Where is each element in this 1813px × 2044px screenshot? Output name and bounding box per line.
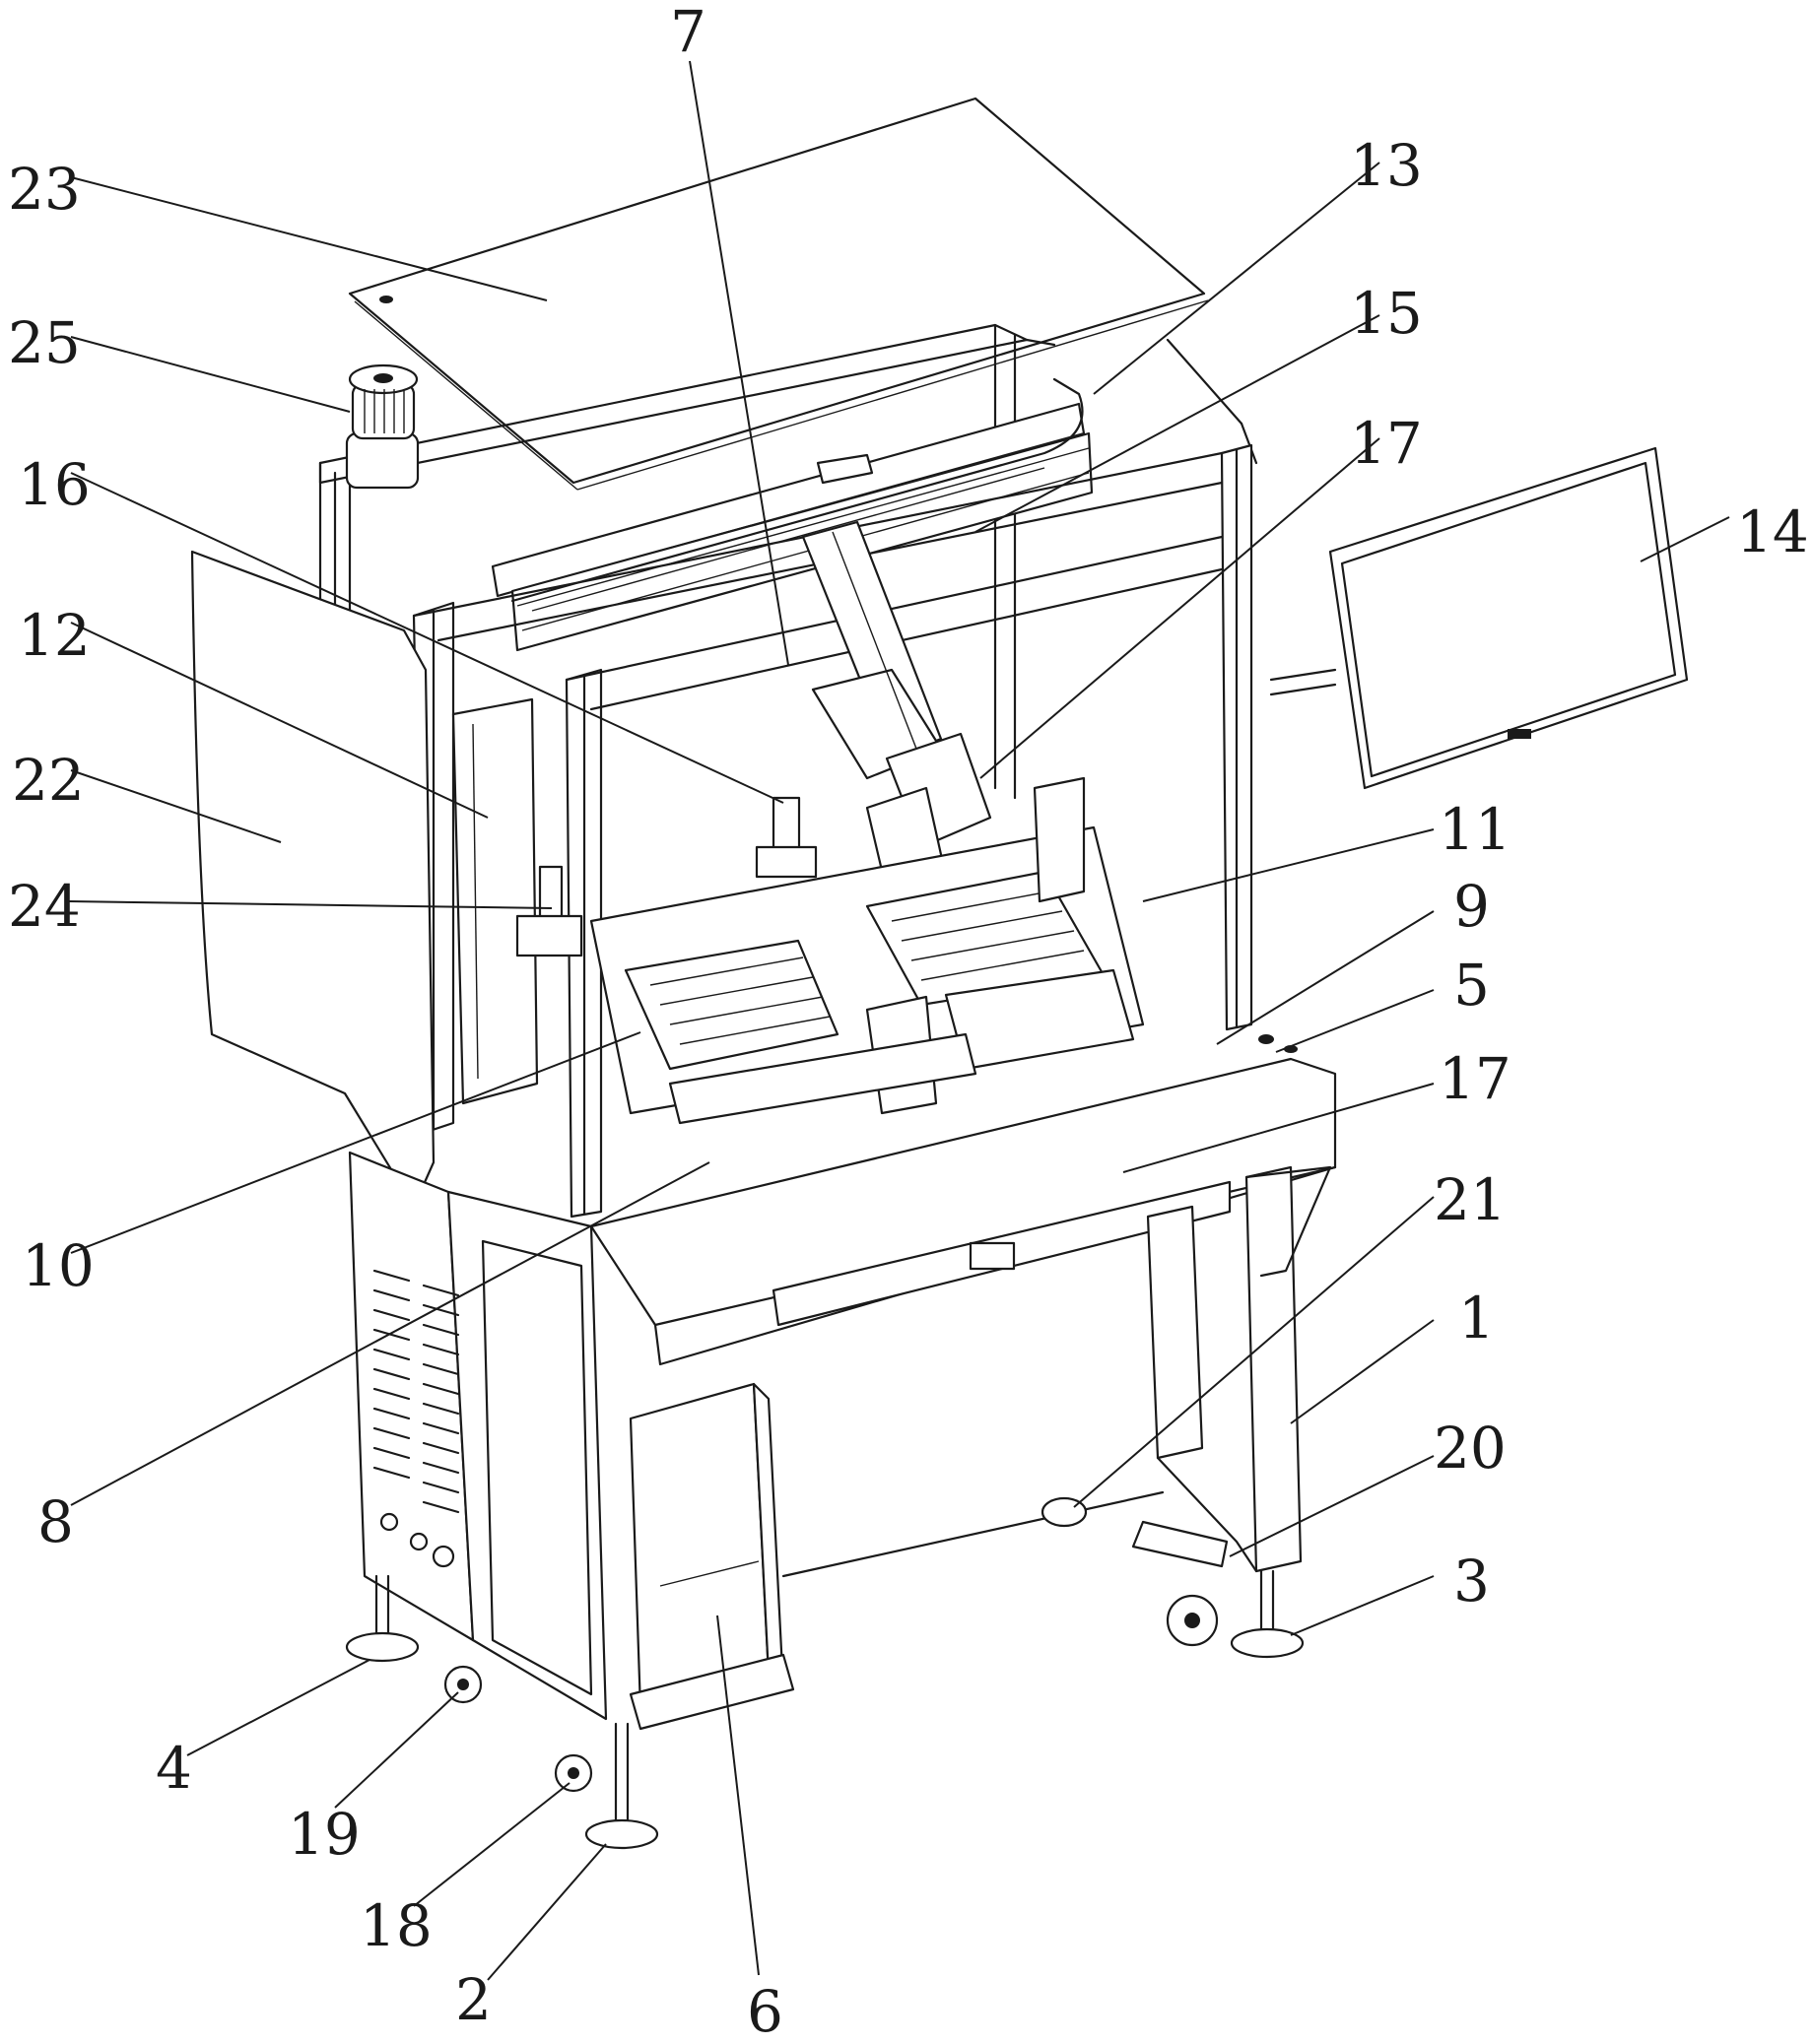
feet-and-casters	[345, 1496, 1305, 1850]
leader-21	[1073, 1196, 1435, 1508]
leader-6	[716, 1615, 760, 1976]
leader-2	[487, 1843, 607, 1981]
callout-15: 15	[1350, 280, 1423, 347]
caster-20	[1131, 1520, 1229, 1647]
callout-18: 18	[360, 1892, 433, 1959]
callout-17b: 17	[1439, 1045, 1511, 1112]
callout-8: 8	[37, 1488, 74, 1555]
callout-5: 5	[1453, 952, 1490, 1019]
leader-16	[70, 472, 784, 804]
right-leg-frame	[781, 1165, 1332, 1578]
leader-17a	[979, 437, 1380, 779]
callout-17a: 17	[1350, 410, 1423, 477]
callout-19: 19	[288, 1801, 361, 1868]
caster-19	[443, 1665, 483, 1704]
vent-slots	[372, 1269, 460, 1514]
callout-3: 3	[1453, 1548, 1490, 1615]
foot-4	[345, 1574, 420, 1663]
callout-1: 1	[1458, 1285, 1495, 1352]
top-cover-plate	[348, 97, 1209, 491]
leader-10	[70, 1031, 641, 1254]
machine-illustration	[190, 97, 1689, 1850]
leader-8	[70, 1161, 710, 1506]
cabinet-left	[348, 1151, 608, 1721]
rear-side-panel	[451, 697, 539, 1105]
leader-9	[1216, 910, 1435, 1045]
front-cabinet	[629, 1382, 795, 1731]
callout-12: 12	[18, 602, 91, 669]
fixture-tray-left	[624, 939, 839, 1071]
callout-2: 2	[455, 1966, 492, 2033]
leader-5	[1275, 989, 1435, 1053]
leader-15	[974, 314, 1380, 533]
leader-23	[70, 176, 548, 301]
leader-4	[186, 1659, 370, 1756]
callout-16: 16	[18, 451, 91, 518]
foot-2	[584, 1722, 659, 1850]
sensor-24	[515, 865, 583, 957]
callout-labels: 7 23 13 25 15 16 17 14 12 22 11 24 9 5 1…	[8, 0, 1809, 2044]
callout-25: 25	[8, 309, 81, 376]
leader-24	[68, 900, 553, 909]
leader-3	[1290, 1575, 1435, 1636]
callout-20: 20	[1434, 1415, 1507, 1482]
leader-17b	[1122, 1083, 1435, 1173]
leader-18	[413, 1782, 571, 1907]
leader-13	[1093, 162, 1380, 395]
callout-21: 21	[1434, 1166, 1507, 1233]
alarm-light	[345, 363, 420, 490]
side-door-panel	[190, 550, 436, 1209]
leader-19	[334, 1691, 459, 1809]
leader-25	[70, 336, 351, 413]
work-platform	[515, 776, 1145, 1125]
leader-lines	[68, 60, 1730, 1981]
leader-12	[70, 622, 489, 819]
callout-7: 7	[670, 0, 706, 65]
callout-10: 10	[22, 1232, 95, 1299]
base-body	[589, 1034, 1337, 1366]
callout-14: 14	[1736, 498, 1809, 565]
callout-22: 22	[12, 747, 85, 814]
leader-20	[1229, 1455, 1435, 1557]
callout-4: 4	[156, 1735, 192, 1802]
foot-3	[1230, 1569, 1305, 1659]
callout-9: 9	[1453, 873, 1490, 940]
callout-13: 13	[1350, 132, 1423, 199]
callout-23: 23	[8, 156, 81, 223]
leader-11	[1142, 828, 1435, 902]
callout-24: 24	[8, 873, 81, 940]
leader-7	[689, 60, 789, 666]
callout-11: 11	[1439, 796, 1511, 863]
leader-14	[1640, 516, 1730, 562]
callout-6: 6	[747, 1978, 783, 2044]
display-screen	[1269, 446, 1689, 790]
caster-18	[554, 1753, 593, 1793]
leader-1	[1290, 1319, 1435, 1424]
leader-22	[70, 769, 282, 843]
